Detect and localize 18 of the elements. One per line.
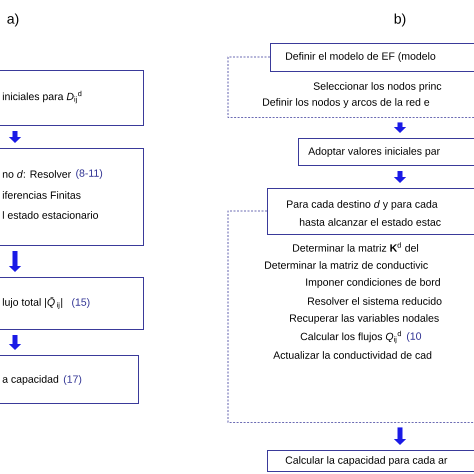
step-text: Recuperar las variables nodales <box>290 314 439 324</box>
step-text: Seleccionar los nodos princ <box>314 82 442 92</box>
process-box: a capacidad (17) <box>0 355 139 404</box>
step-text: (10 <box>406 332 422 342</box>
process-box: Definir el modelo de EF (modelo <box>270 43 474 72</box>
process-box: Adoptar valores iniciales par <box>298 138 474 166</box>
step-text: Determinar la matriz de conductivic <box>265 261 428 269</box>
step-text: Resolver el sistema reducido <box>308 297 442 305</box>
process-box: no d: Resolver (8-11) iferencias Finitas l estado estacionario <box>0 148 144 246</box>
process-box: lujo total |Q̄$_{ij}$| (15) <box>0 277 144 330</box>
process-box: Calcular la capacidad para cada ar <box>267 450 474 472</box>
step-text: Imponer condiciones de bord <box>306 278 440 288</box>
panel-label: a) <box>7 13 18 27</box>
panel-label: b) <box>394 13 406 27</box>
step-text: Definir los nodos y arcos de la red e <box>263 98 430 108</box>
process-box: Para cada destino d y para cada hasta alcanzar el estado estac <box>267 188 474 235</box>
step-text: Actualizar la conductividad de cad <box>273 351 432 359</box>
step-text: Determinar la matriz K$^{d}$ del <box>293 242 418 252</box>
